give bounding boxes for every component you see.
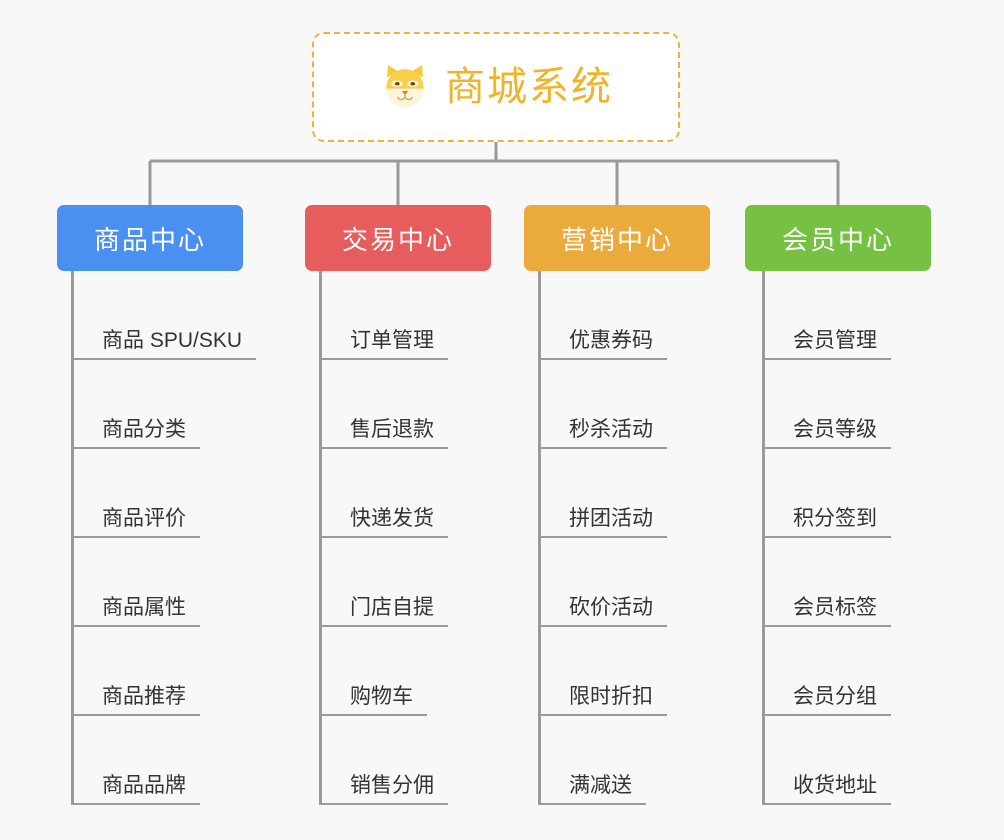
list-item[interactable]: 会员管理 — [765, 271, 937, 360]
list-item[interactable]: 售后退款 — [322, 360, 497, 449]
list-item[interactable]: 收货地址 — [765, 716, 937, 805]
item-label: 购物车 — [322, 685, 427, 716]
item-label: 商品品牌 — [74, 774, 200, 805]
list-item[interactable]: 订单管理 — [322, 271, 497, 360]
item-list-3: 会员管理 会员等级 积分签到 会员标签 会员分组 收货地址 — [762, 271, 937, 805]
item-list-2: 优惠券码 秒杀活动 拼团活动 砍价活动 限时折扣 满减送 — [538, 271, 716, 805]
list-item[interactable]: 商品品牌 — [74, 716, 249, 805]
item-label: 商品评价 — [74, 507, 200, 538]
branch-column-3: 会员中心 会员管理 会员等级 积分签到 会员标签 会员分组 收货地址 — [745, 205, 937, 805]
list-item[interactable]: 满减送 — [541, 716, 716, 805]
item-label: 销售分佣 — [322, 774, 448, 805]
root-title: 商城系统 — [445, 65, 613, 109]
item-label: 会员分组 — [765, 685, 891, 716]
item-label: 商品 SPU/SKU — [74, 329, 257, 360]
item-label: 订单管理 — [322, 329, 448, 360]
item-label: 门店自提 — [322, 596, 448, 627]
list-item[interactable]: 秒杀活动 — [541, 360, 716, 449]
category-label-3: 会员中心 — [781, 224, 894, 255]
item-label: 会员管理 — [765, 329, 891, 360]
item-label: 拼团活动 — [541, 507, 667, 538]
category-label-2: 营销中心 — [560, 224, 673, 255]
item-label: 秒杀活动 — [541, 418, 667, 449]
category-box-0[interactable]: 商品中心 — [57, 205, 243, 271]
category-box-1[interactable]: 交易中心 — [305, 205, 491, 271]
list-item[interactable]: 会员标签 — [765, 538, 937, 627]
list-item[interactable]: 会员等级 — [765, 360, 937, 449]
list-item[interactable]: 拼团活动 — [541, 449, 716, 538]
list-item[interactable]: 快递发货 — [322, 449, 497, 538]
category-label-1: 交易中心 — [341, 224, 454, 255]
item-label: 砍价活动 — [541, 596, 667, 627]
list-item[interactable]: 限时折扣 — [541, 627, 716, 716]
item-label: 优惠券码 — [541, 329, 667, 360]
branch-column-2: 营销中心 优惠券码 秒杀活动 拼团活动 砍价活动 限时折扣 满减送 — [524, 205, 716, 805]
category-label-0: 商品中心 — [93, 224, 206, 255]
item-list-1: 订单管理 售后退款 快递发货 门店自提 购物车 销售分佣 — [319, 271, 497, 805]
item-label: 快递发货 — [322, 507, 448, 538]
list-item[interactable]: 商品评价 — [74, 449, 249, 538]
list-item[interactable]: 商品分类 — [74, 360, 249, 449]
item-label: 限时折扣 — [541, 685, 667, 716]
item-label: 商品推荐 — [74, 685, 200, 716]
root-node[interactable]: 商城系统 — [312, 32, 680, 142]
branch-column-0: 商品中心 商品 SPU/SKU 商品分类 商品评价 商品属性 商品推荐 商品品牌 — [57, 205, 257, 805]
item-label: 商品属性 — [74, 596, 200, 627]
item-label: 会员标签 — [765, 596, 891, 627]
list-item[interactable]: 积分签到 — [765, 449, 937, 538]
list-item[interactable]: 砍价活动 — [541, 538, 716, 627]
list-item[interactable]: 会员分组 — [765, 627, 937, 716]
shiba-dog-face-icon — [386, 65, 424, 108]
list-item[interactable]: 商品属性 — [74, 538, 249, 627]
item-label: 积分签到 — [765, 507, 891, 538]
branch-column-1: 交易中心 订单管理 售后退款 快递发货 门店自提 购物车 销售分佣 — [305, 205, 497, 805]
list-item[interactable]: 购物车 — [322, 627, 497, 716]
item-label: 收货地址 — [765, 774, 891, 805]
list-item[interactable]: 商品推荐 — [74, 627, 249, 716]
category-box-3[interactable]: 会员中心 — [745, 205, 931, 271]
list-item[interactable]: 销售分佣 — [322, 716, 497, 805]
list-item[interactable]: 商品 SPU/SKU — [74, 271, 257, 360]
item-label: 售后退款 — [322, 418, 448, 449]
category-box-2[interactable]: 营销中心 — [524, 205, 710, 271]
item-list-0: 商品 SPU/SKU 商品分类 商品评价 商品属性 商品推荐 商品品牌 — [71, 271, 257, 805]
list-item[interactable]: 门店自提 — [322, 538, 497, 627]
list-item[interactable]: 优惠券码 — [541, 271, 716, 360]
item-label: 会员等级 — [765, 418, 891, 449]
item-label: 商品分类 — [74, 418, 200, 449]
item-label: 满减送 — [541, 774, 646, 805]
